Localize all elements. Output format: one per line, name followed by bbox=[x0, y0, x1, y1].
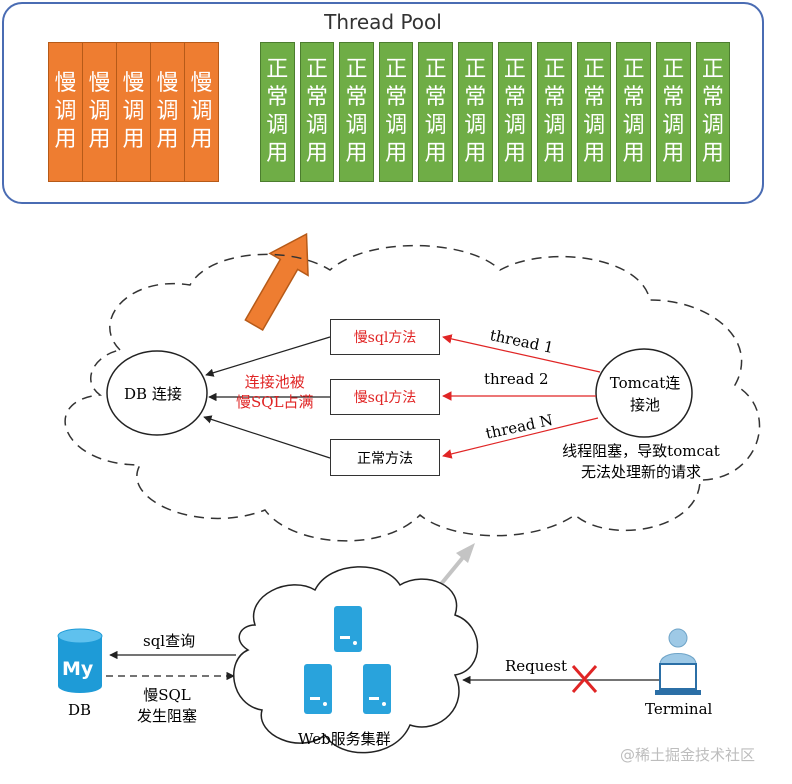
slow-call-cell: 慢调用 bbox=[82, 42, 117, 182]
normal-call-label: 正常调用 bbox=[424, 57, 447, 166]
thread-2-label: thread 2 bbox=[484, 370, 549, 388]
slow-call-cell: 慢调用 bbox=[116, 42, 151, 182]
normal-call-cell: 正常调用 bbox=[458, 42, 493, 182]
pool-exhausted-note: 连接池被 慢SQL占满 bbox=[236, 372, 314, 412]
db-label: DB bbox=[68, 701, 92, 719]
normal-call-cell: 正常调用 bbox=[616, 42, 651, 182]
scale-up-arrow-head bbox=[456, 543, 475, 563]
slow-call-cell: 慢调用 bbox=[184, 42, 219, 182]
tomcat-blocked-line-1: 线程阻塞，导致tomcat bbox=[562, 442, 720, 460]
tomcat-pool-line-1: Tomcat连 bbox=[609, 374, 681, 392]
arrow-threadN bbox=[442, 417, 599, 459]
terminal-user-icon bbox=[655, 628, 701, 695]
tomcat-pool-label: Tomcat连 接池 bbox=[600, 372, 690, 416]
normal-call-label: 正常调用 bbox=[701, 57, 724, 166]
web-cluster-label: Web服务集群 bbox=[298, 730, 391, 748]
orange-arrow-body bbox=[244, 232, 309, 332]
normal-call-cell: 正常调用 bbox=[537, 42, 572, 182]
sql-blocked-line-2: 发生阻塞 bbox=[136, 707, 197, 725]
slow-sql-method-box-1: 慢sql方法 bbox=[330, 319, 440, 355]
db-connection-circle bbox=[106, 350, 208, 436]
terminal-label: Terminal bbox=[645, 700, 713, 718]
normal-call-cell: 正常调用 bbox=[497, 42, 533, 182]
tomcat-blocked-line-2: 无法处理新的请求 bbox=[580, 463, 701, 481]
normal-method-box: 正常方法 bbox=[330, 439, 440, 476]
normal-call-cell: 正常调用 bbox=[695, 42, 731, 182]
app-cloud-outline bbox=[64, 244, 761, 542]
thread-pool-title: Thread Pool bbox=[324, 10, 442, 34]
server-icon-left bbox=[304, 664, 332, 714]
slow-call-cell: 慢调用 bbox=[48, 42, 83, 182]
normal-call-cell: 正常调用 bbox=[339, 42, 374, 182]
normal-call-label: 正常调用 bbox=[622, 57, 645, 166]
db-connection-label: DB 连接 bbox=[124, 385, 182, 403]
normal-call-label: 正常调用 bbox=[464, 57, 487, 166]
pool-exhausted-line-1: 连接池被 bbox=[244, 373, 305, 391]
server-icon-top bbox=[334, 606, 362, 652]
slow-call-label: 慢调用 bbox=[54, 71, 77, 152]
slow-call-label: 慢调用 bbox=[122, 71, 145, 152]
slow-call-label: 慢调用 bbox=[190, 71, 213, 152]
blocked-x-icon bbox=[571, 665, 598, 693]
mysql-db-icon: My bbox=[57, 628, 103, 693]
sql-query-label: sql查询 bbox=[143, 632, 196, 650]
thread-pool-container: Thread Pool 慢调用慢调用慢调用慢调用慢调用正常调用正常调用正常调用正… bbox=[2, 2, 764, 204]
request-label: Request bbox=[505, 657, 568, 675]
web-cluster-cloud bbox=[233, 566, 479, 754]
normal-call-cell: 正常调用 bbox=[299, 42, 335, 182]
slow-sql-method-box-2: 慢sql方法 bbox=[330, 379, 440, 415]
normal-call-label: 正常调用 bbox=[543, 57, 566, 166]
normal-call-cell: 正常调用 bbox=[576, 42, 612, 182]
normal-call-cell: 正常调用 bbox=[378, 42, 414, 182]
tomcat-blocked-note: 线程阻塞，导致tomcat 无法处理新的请求 bbox=[546, 441, 736, 483]
sql-blocked-line-1: 慢SQL bbox=[143, 686, 191, 704]
arrow-slow1-to-db bbox=[205, 336, 331, 377]
slow-call-label: 慢调用 bbox=[156, 71, 179, 152]
normal-call-cell: 正常调用 bbox=[418, 42, 453, 182]
watermark: @稀土掘金技术社区 bbox=[620, 746, 756, 764]
pool-exhausted-line-2: 慢SQL占满 bbox=[236, 393, 314, 411]
normal-call-label: 正常调用 bbox=[266, 57, 289, 166]
tomcat-pool-circle bbox=[595, 348, 693, 438]
tomcat-pool-line-2: 接池 bbox=[629, 396, 660, 414]
normal-call-label: 正常调用 bbox=[305, 57, 328, 166]
normal-call-label: 正常调用 bbox=[503, 57, 526, 166]
normal-call-cell: 正常调用 bbox=[260, 42, 295, 182]
mysql-logo-text: My bbox=[62, 658, 94, 680]
sql-blocked-note: 慢SQL 发生阻塞 bbox=[122, 685, 212, 727]
normal-call-label: 正常调用 bbox=[662, 57, 685, 166]
normal-call-cell: 正常调用 bbox=[656, 42, 691, 182]
normal-call-label: 正常调用 bbox=[345, 57, 368, 166]
arrow-normal-to-db bbox=[203, 415, 331, 459]
server-icon-right bbox=[363, 664, 391, 714]
slow-call-cell: 慢调用 bbox=[150, 42, 185, 182]
normal-call-label: 正常调用 bbox=[583, 57, 606, 166]
slow-call-label: 慢调用 bbox=[88, 71, 111, 152]
arrow-thread1 bbox=[442, 334, 601, 373]
overflow-arrow bbox=[244, 232, 309, 332]
normal-call-label: 正常调用 bbox=[385, 57, 408, 166]
